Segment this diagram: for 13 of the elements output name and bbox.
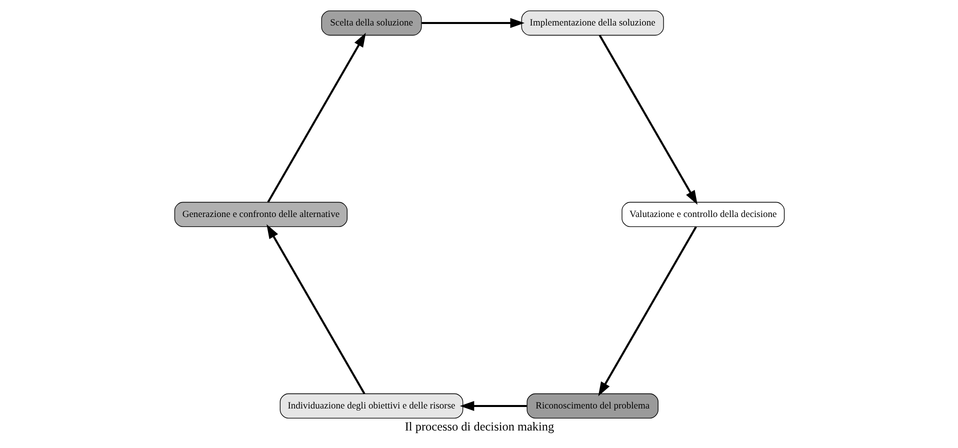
arrow — [266, 224, 365, 394]
node-box: Scelta della soluzione — [320, 10, 422, 36]
arrow — [266, 32, 366, 203]
arrow — [598, 34, 698, 205]
node-box: Valutazione e controllo della decisione — [621, 202, 784, 228]
node-box: Generazione e confronto delle alternative — [174, 202, 348, 228]
node-box: Individuazione degli obiettivi e delle risorse — [279, 393, 463, 419]
node-box: Riconoscimento del problema — [526, 393, 658, 419]
arrow — [598, 226, 696, 396]
arrow — [459, 400, 526, 411]
arrow — [421, 18, 524, 28]
node-box: Implementazione della soluzione — [520, 10, 664, 36]
diagram-title: Il processo di decision making — [404, 420, 554, 434]
